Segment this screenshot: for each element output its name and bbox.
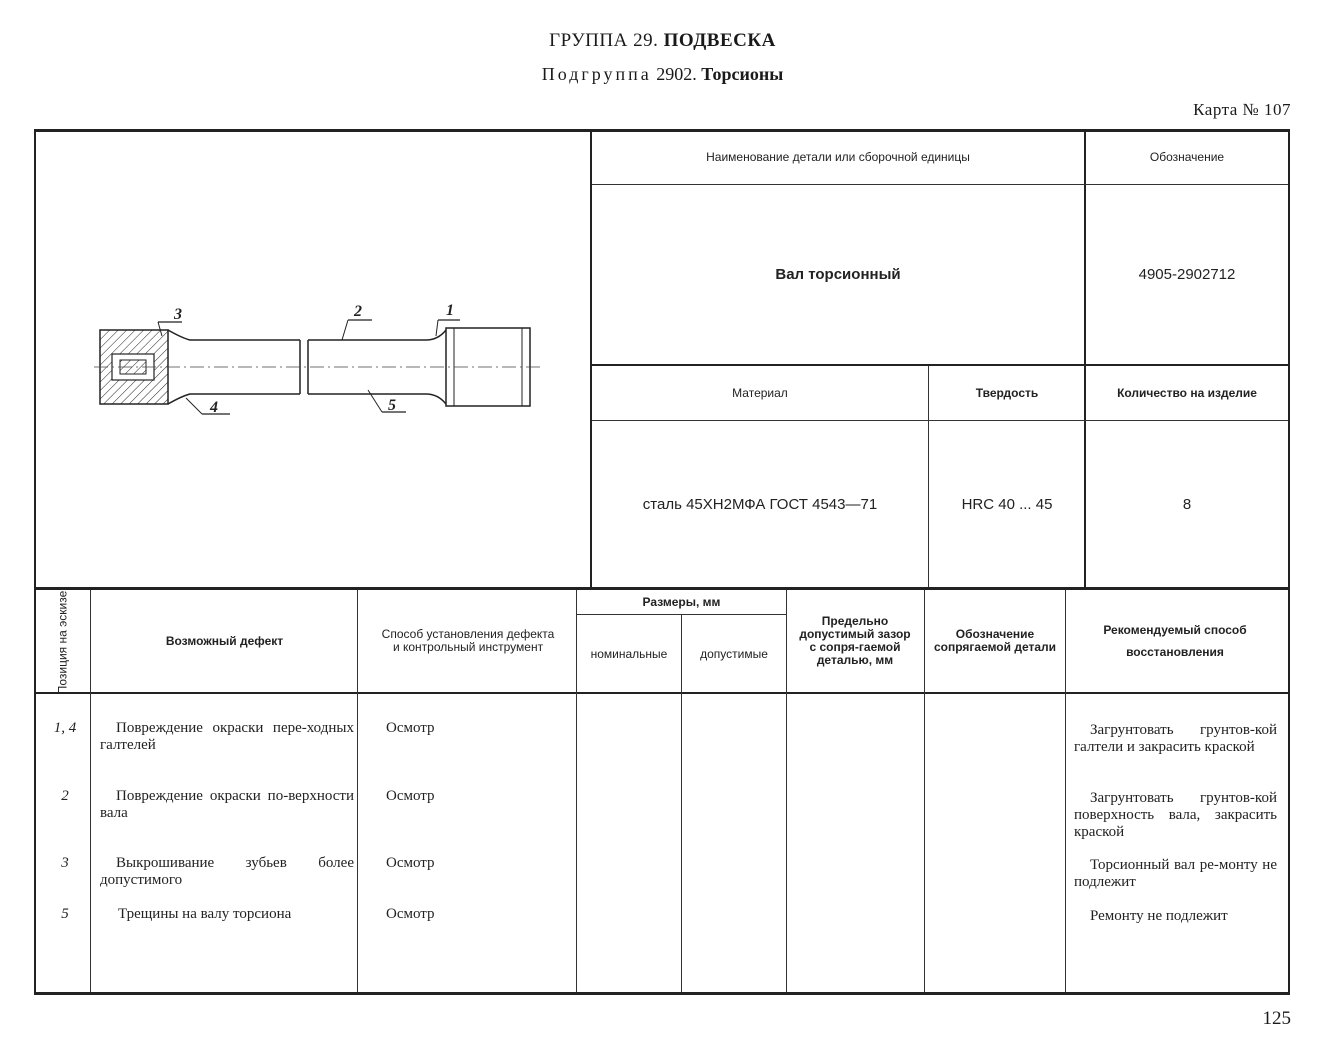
defects-bottom-border (34, 992, 1290, 995)
group-title: ГРУППА 29. ПОДВЕСКА (0, 30, 1325, 52)
hardness-header: Твердость (975, 386, 1039, 400)
row-defect: Повреждение окраски пере-ходных галтелей (100, 720, 354, 753)
defects-right-border (1288, 588, 1290, 992)
callout-1: 1 (446, 302, 454, 319)
subgroup-prefix: Подгруппа (541, 64, 652, 84)
material-header-line (592, 420, 1288, 421)
leader-5 (367, 389, 383, 413)
row-recovery: Торсионный вал ре-монту не подлежит (1074, 857, 1277, 890)
col-nominal-header: номинальные (590, 646, 668, 661)
row-defect: Трещины на валу торсиона (118, 906, 292, 922)
quantity-value: 8 (1182, 495, 1192, 513)
group-name: ПОДВЕСКА (663, 30, 776, 51)
row-defect: Повреждение окраски по-верхности вала (100, 788, 354, 821)
col-sizes-header: Размеры, мм (642, 594, 721, 609)
row-position: 2 (61, 788, 69, 804)
row-recovery: Загрунтовать грунтов-кой галтели и закра… (1074, 722, 1277, 755)
hardness-divider (928, 366, 929, 588)
name-header-line (592, 184, 1288, 185)
table-right-border (1288, 130, 1290, 588)
row-recovery: Загрунтовать грунтов-кой поверхность вал… (1074, 790, 1277, 840)
col-method-header: Способ установления дефекта и контрольны… (381, 627, 555, 654)
left-fillet (167, 329, 300, 405)
row-method: Осмотр (386, 855, 435, 871)
callout-3: 3 (173, 306, 182, 323)
leader-1 (435, 319, 439, 337)
row-position: 1, 4 (53, 720, 77, 736)
torsion-shaft-sketch: 3 2 1 4 5 (94, 302, 540, 416)
name-header: Наименование детали или сборочной единиц… (706, 150, 970, 164)
row-position: 5 (61, 906, 69, 922)
col-divider (786, 590, 787, 992)
col-divider (576, 590, 577, 992)
material-value: сталь 45ХН2МФА ГОСТ 4543—71 (642, 495, 878, 513)
defects-top-border (34, 587, 1290, 590)
sketch-divider (590, 130, 592, 588)
designation-divider (1084, 130, 1086, 588)
quantity-header: Количество на изделие (1117, 386, 1257, 400)
table-top-border (34, 129, 1290, 132)
designation-header: Обозначение (1149, 150, 1225, 164)
subgroup-title: Подгруппа 2902. Торсионы (0, 64, 1325, 85)
sizes-group-line (577, 614, 786, 615)
leader-3 (157, 321, 163, 337)
col-mating-header: Обозначение сопрягаемой детали (933, 627, 1057, 654)
shaft-body (308, 329, 447, 405)
row-method: Осмотр (386, 788, 435, 804)
col-divider (90, 590, 91, 992)
col-divider (357, 590, 358, 992)
col-divider (924, 590, 925, 992)
col-clearance-header: Предельно допустимый зазор с сопря-гаемо… (799, 614, 911, 667)
subgroup-number: 2902. (656, 64, 697, 84)
part-designation: 4905-2902712 (1138, 265, 1236, 283)
callout-5: 5 (388, 397, 396, 414)
row-method: Осмотр (386, 720, 435, 736)
leader-4 (185, 397, 203, 415)
page-number: 125 (1262, 1008, 1292, 1029)
hardness-value: HRC 40 ... 45 (961, 495, 1053, 513)
defects-header-line (34, 692, 1290, 694)
material-section-line (592, 364, 1288, 366)
leader-2 (341, 319, 349, 341)
col-divider (681, 615, 682, 992)
col-allowed-header: допустимые (700, 646, 768, 661)
part-name: Вал торсионный (775, 265, 901, 283)
group-prefix: ГРУППА 29. (549, 30, 659, 51)
row-position: 3 (61, 855, 69, 871)
row-defect: Выкрошивание зубьев более допустимого (100, 855, 354, 888)
col-defect-header: Возможный дефект (165, 633, 284, 648)
defects-left-border (34, 588, 36, 992)
table-left-border (34, 130, 36, 588)
col-recovery-header: Рекомендуемый способ восстановления (1103, 623, 1247, 659)
col-divider (1065, 590, 1066, 992)
callout-4: 4 (209, 399, 218, 416)
subgroup-name: Торсионы (701, 64, 784, 84)
callout-2: 2 (353, 303, 362, 320)
material-header: Материал (732, 386, 788, 400)
row-recovery: Ремонту не подлежит (1090, 908, 1228, 924)
row-method: Осмотр (386, 906, 435, 922)
col-position-header: Позиция на эскизе (55, 590, 70, 694)
card-number: Карта № 107 (1193, 100, 1291, 119)
